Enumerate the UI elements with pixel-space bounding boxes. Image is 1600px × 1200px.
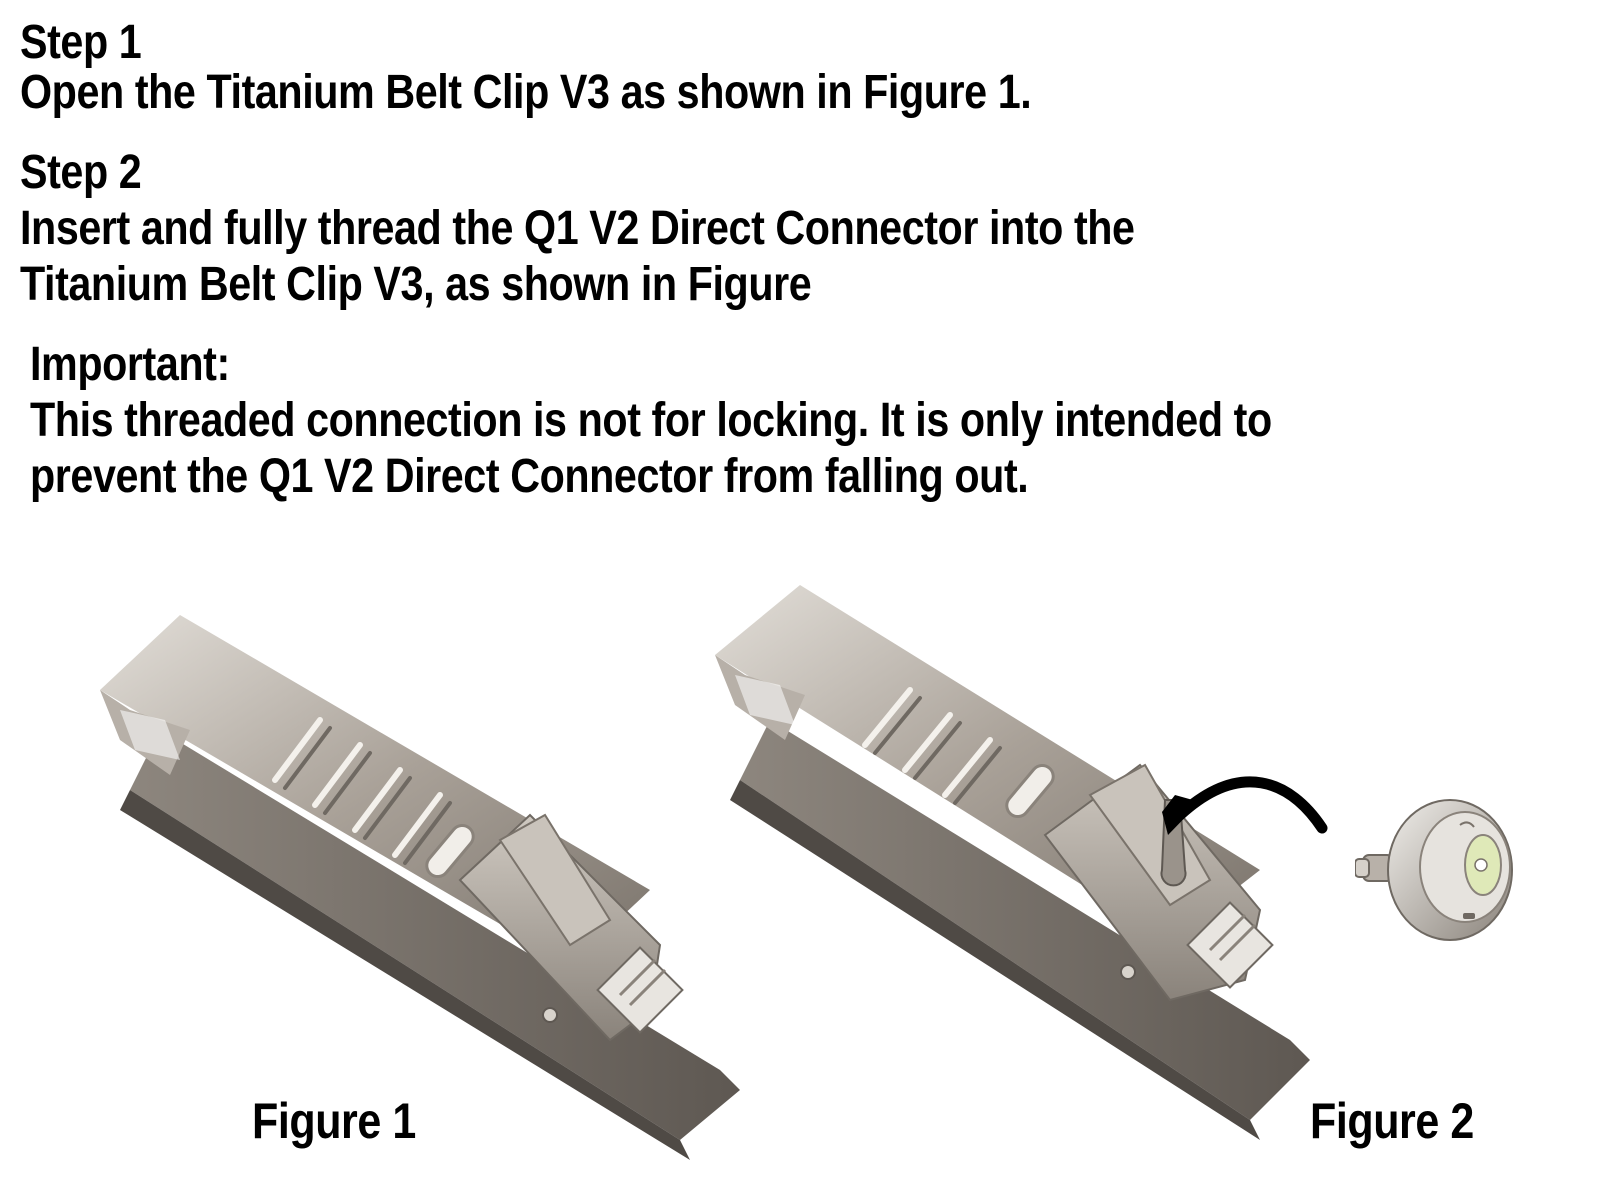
step2-text-line2: Titanium Belt Clip V3, as shown in Figur… [20, 258, 812, 311]
important-text-line2: prevent the Q1 V2 Direct Connector from … [30, 450, 1029, 503]
step2-heading: Step 2 [20, 146, 142, 199]
step1-heading: Step 1 [20, 16, 142, 69]
direct-connector-illustration [1355, 799, 1513, 941]
figure2-caption: Figure 2 [1310, 1093, 1474, 1149]
step2-text-line1: Insert and fully thread the Q1 V2 Direct… [20, 202, 1135, 255]
figure1-belt-clip-illustration [100, 615, 740, 1160]
figure1-caption: Figure 1 [252, 1093, 416, 1149]
important-heading: Important: [30, 338, 230, 391]
figure2-belt-clip-illustration [715, 585, 1328, 1140]
important-text-line1: This threaded connection is not for lock… [30, 394, 1272, 447]
curved-arrow-icon [1174, 776, 1328, 834]
step1-text: Open the Titanium Belt Clip V3 as shown … [20, 66, 1032, 119]
